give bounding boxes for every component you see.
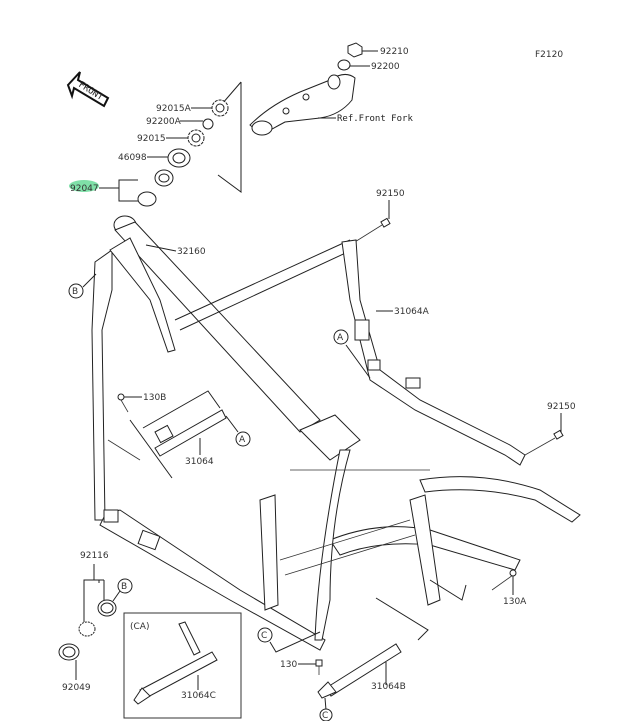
svg-text:31064B: 31064B [371,682,406,692]
part-46098[interactable]: 46098 [118,148,191,168]
svg-text:32160: 32160 [177,247,206,257]
svg-text:130B: 130B [143,393,166,403]
svg-text:92150: 92150 [376,189,405,199]
svg-text:130A: 130A [503,597,527,607]
main-frame-32160[interactable]: 32160 [91,215,581,651]
svg-text:B: B [121,582,127,592]
part-92150-top[interactable]: 92150 [349,189,405,246]
part-92015[interactable]: 92015 [137,129,205,147]
part-130B[interactable]: 130B [117,393,166,413]
part-92150-right[interactable]: 92150 [524,402,576,456]
svg-text:46098: 46098 [118,153,147,163]
part-31064C[interactable]: 31064C [133,621,218,705]
svg-text:B: B [72,287,78,297]
svg-text:92116: 92116 [80,551,109,561]
callout-c-frame: C [257,627,321,653]
svg-text:92150: 92150 [547,402,576,412]
part-92116[interactable]: 92116 [78,551,117,637]
part-92047[interactable]: 92047 [69,169,174,207]
svg-text:A: A [337,333,344,343]
svg-text:Ref.Front Fork: Ref.Front Fork [337,114,413,124]
callout-b-bearing: B [112,578,133,602]
callout-b-frame: B [68,273,97,299]
steering-stem-group [217,74,356,193]
svg-text:92200: 92200 [371,62,400,72]
part-92015A[interactable]: 92015A [156,99,229,117]
part-130[interactable]: 130 [280,659,323,675]
inset-label: (CA) [130,622,149,632]
svg-text:92210: 92210 [380,47,409,57]
svg-text:31064: 31064 [185,457,214,467]
part-31064A[interactable]: 31064A [341,239,526,466]
svg-text:92015A: 92015A [156,104,192,114]
callout-c-tube: C [319,697,333,721]
svg-text:C: C [261,631,267,641]
callout-a-rail: A [333,329,371,379]
highlighted-part-label: 92047 [70,184,99,194]
part-92210[interactable]: 92210 [347,42,409,58]
part-31064B[interactable]: 31064B [317,597,429,699]
callout-a-tube: A [225,415,251,447]
svg-text:92015: 92015 [137,134,166,144]
svg-text:92049: 92049 [62,683,91,693]
svg-text:92200A: 92200A [146,117,182,127]
svg-text:31064A: 31064A [394,307,430,317]
part-92200A[interactable]: 92200A [146,117,214,130]
diagram-code: F2120 [535,50,563,60]
ref-front-fork[interactable]: Ref.Front Fork [318,114,413,124]
inset-ca: (CA) 31064C [123,612,242,719]
front-arrow-icon: FRONT [66,71,110,108]
part-92049[interactable]: 92049 [58,643,91,693]
part-31064[interactable]: 31064 [129,390,227,479]
svg-text:130: 130 [280,660,297,670]
svg-text:31064C: 31064C [181,691,216,701]
svg-text:A: A [239,435,246,445]
part-92200[interactable]: 92200 [337,59,400,72]
svg-text:C: C [322,711,328,721]
highlight-marker [69,180,99,192]
part-130A[interactable]: 130A [429,569,527,607]
